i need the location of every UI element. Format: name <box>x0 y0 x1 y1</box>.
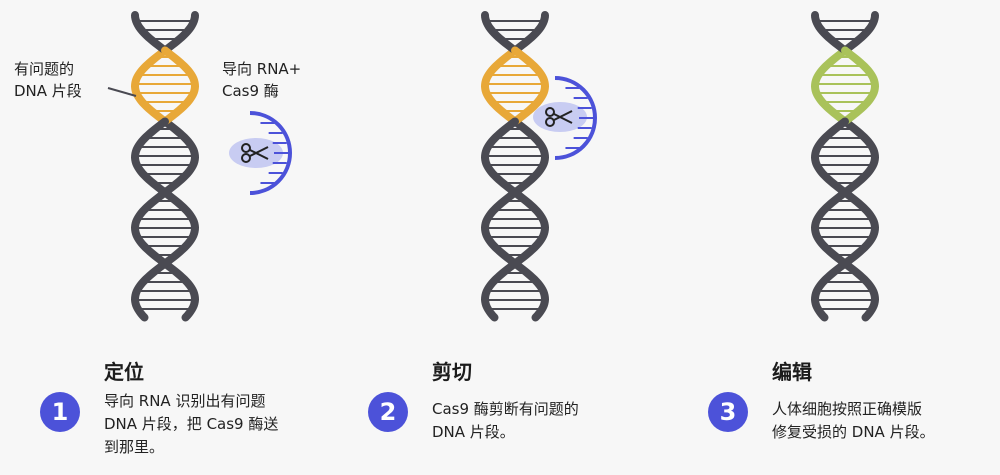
guide-rna-cas9-complex-1 <box>229 111 292 195</box>
guide-rna-bases <box>260 122 288 184</box>
dna-backbone-right <box>480 117 550 322</box>
dna-backbone-left <box>480 117 550 322</box>
step-2-title: 剪切 <box>432 360 472 384</box>
dna-backbone-left <box>163 11 199 53</box>
scissors-icon <box>241 143 269 163</box>
dna-helix-3 <box>810 11 880 322</box>
step-2-number: 2 <box>368 392 408 432</box>
guide-rna-strand <box>249 111 292 195</box>
step-2-description: Cas9 酶剪断有问题的 DNA 片段。 <box>432 400 579 441</box>
guide-rna-label: 导向 RNA+ Cas9 酶 <box>222 60 302 100</box>
dna-backbone-left <box>130 117 200 322</box>
dna-backbone-right <box>481 11 517 53</box>
dna-backbone-left <box>480 46 519 125</box>
defect-label: 有问题的 DNA 片段 <box>14 60 82 100</box>
step-3-number: 3 <box>708 392 748 432</box>
dna-backbone-right <box>811 11 847 53</box>
step-3-description: 人体细胞按照正确模版 修复受损的 DNA 片段。 <box>772 400 935 441</box>
dna-backbone-left <box>843 11 879 53</box>
dna-backbone-right <box>131 11 167 53</box>
defect-pointer-line <box>107 87 137 97</box>
guide-rna-bases <box>565 87 593 149</box>
dna-backbone-left <box>513 11 549 53</box>
step-1-description: 导向 RNA 识别出有问题 DNA 片段，把 Cas9 酶送 到那里。 <box>104 392 279 456</box>
scissors-icon <box>545 107 573 127</box>
dna-backbone-right <box>511 46 550 125</box>
step-1-number: 1 <box>40 392 80 432</box>
dna-cut-gap <box>477 112 491 124</box>
dna-helix-2 <box>477 11 550 322</box>
step-1-title: 定位 <box>104 360 144 384</box>
dna-backbone-right <box>161 46 200 125</box>
crispr-diagram <box>107 11 880 322</box>
dna-backbone-right <box>810 117 880 322</box>
step-3-title: 编辑 <box>772 360 812 384</box>
guide-rna-cas9-complex-2 <box>533 76 597 160</box>
guide-rna-strand <box>554 76 597 160</box>
dna-backbone-right <box>130 117 200 322</box>
dna-backbone-right <box>841 46 880 125</box>
dna-helix-1 <box>130 11 200 322</box>
dna-backbone-left <box>810 117 880 322</box>
dna-backbone-left <box>130 46 169 125</box>
dna-backbone-left <box>810 46 849 125</box>
